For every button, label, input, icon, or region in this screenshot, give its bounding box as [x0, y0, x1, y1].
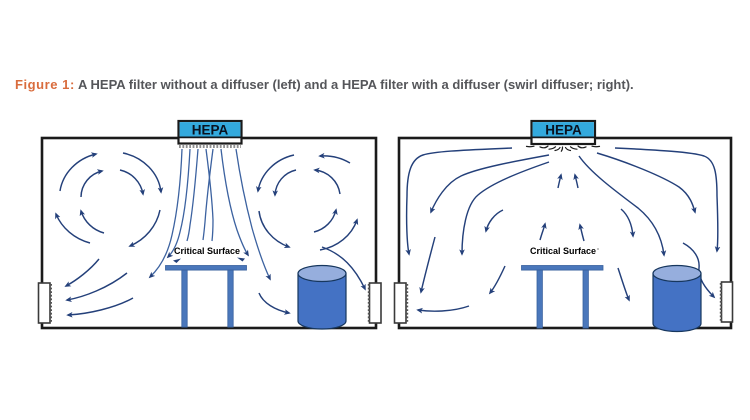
svg-text:HEPA: HEPA	[545, 123, 582, 138]
svg-text:Critical Surface: Critical Surface	[530, 246, 596, 256]
svg-text:HEPA: HEPA	[192, 123, 229, 138]
svg-text:Critical Surface: Critical Surface	[174, 246, 240, 256]
